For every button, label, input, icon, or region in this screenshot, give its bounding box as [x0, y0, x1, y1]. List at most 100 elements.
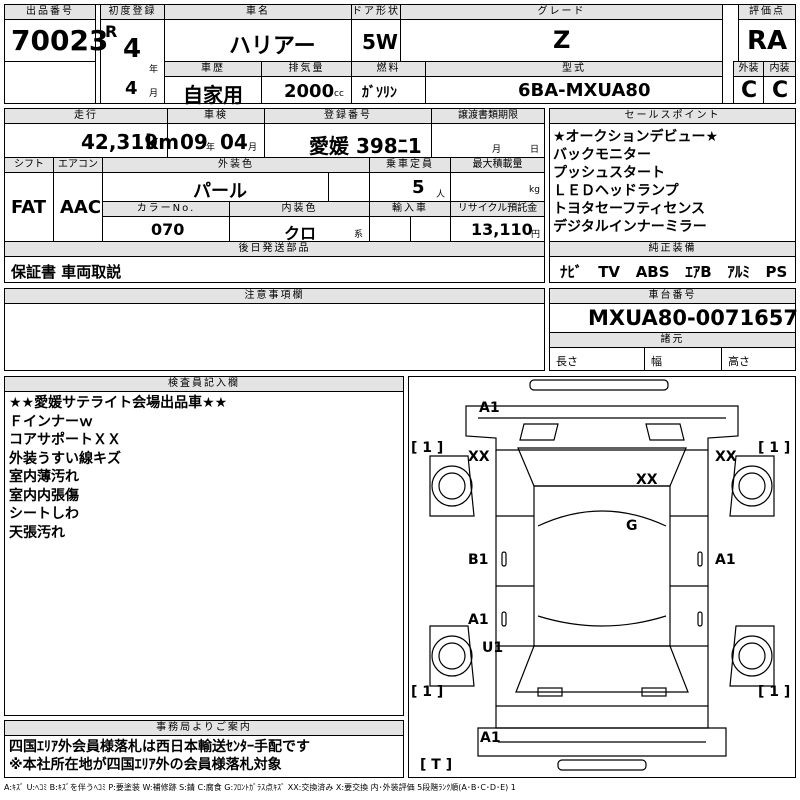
ac-cell: AAC	[53, 172, 103, 242]
payload-cell: kg	[450, 172, 545, 202]
sales-points-list: ★オークションデビュー★ バックモニター プッシュスタート ＬＥＤヘッドランプ …	[553, 128, 718, 236]
mark-right-front-door: A1	[715, 552, 736, 568]
later-parts-cell: 保証書 車両取説	[4, 256, 545, 283]
mileage-cell: 42,319 km	[4, 123, 179, 158]
import-split	[369, 216, 411, 242]
spec-label: 諸元	[549, 332, 796, 348]
score: RA	[747, 26, 788, 56]
history: 自家用	[183, 83, 243, 107]
door-type: 5W	[362, 30, 398, 54]
score-cell: RA	[738, 19, 796, 62]
equipment-label: 純正装備	[549, 241, 796, 257]
color-no-cell: 070	[102, 216, 230, 242]
sales-point-item: デジタルインナーミラー	[553, 219, 707, 235]
equipment-list: ﾅﾋﾞ TV ABS ｴｱB ｱﾙﾐ PS PW	[560, 261, 800, 282]
shift-label: シフト	[4, 157, 54, 173]
recycle-unit: 円	[531, 230, 541, 240]
fuel-label: 燃料	[351, 61, 426, 77]
fuel: ｶﾞｿﾘﾝ	[362, 85, 397, 101]
equipment-item: ABS	[635, 263, 670, 281]
inspector-note: 室内薄汚れ	[9, 469, 79, 485]
transfer-month-unit: 月	[492, 145, 502, 155]
height-label: 高さ	[728, 355, 750, 368]
month: 4	[125, 78, 138, 99]
color: パール	[193, 181, 247, 202]
legend: A:ｷｽﾞ U:ﾍｺﾐ B:ｷｽﾞを伴うﾍｺﾐ P:要塗装 W:補修跡 S:錆 …	[4, 783, 516, 792]
interior-label: 内装	[763, 61, 796, 77]
car-name-cell: ハリアー	[164, 19, 352, 62]
sales-point-item: バックモニター	[553, 147, 651, 163]
plate: 愛媛 398ﾆ1	[309, 134, 422, 158]
inspector-note: Ｆインナーｗ	[9, 413, 93, 430]
mileage: 42,319	[81, 130, 159, 154]
inspector-notes: ★★愛媛サテライト会場出品車★★ Ｆインナーｗ コアサポートＸＸ 外装うすい線キ…	[9, 394, 227, 542]
mark-left-front-door: B1	[468, 552, 489, 568]
office-notes: 四国ｴﾘｱ外会員様落札は西日本輸送ｾﾝﾀｰ手配です ※本社所在地が四国ｴﾘｱ外の…	[9, 738, 310, 774]
height-cell: 高さ	[721, 347, 796, 371]
history-cell: 自家用	[164, 76, 262, 107]
bracket-right-rear: [ 1 ]	[758, 684, 791, 700]
later-parts-label: 後日発送部品	[4, 241, 545, 257]
month-unit: 月	[149, 89, 159, 99]
bracket-right-front: [ 1 ]	[758, 440, 791, 456]
office-note: ※本社所在地が四国ｴﾘｱ外の会員様落札対象	[9, 757, 282, 773]
width-cell: 幅	[644, 347, 722, 371]
inspector-label: 検査員記入欄	[4, 376, 404, 392]
era-year: 4	[123, 34, 142, 64]
bracket-left-front: [ 1 ]	[411, 440, 444, 456]
inspection-label: 車検	[167, 108, 265, 124]
equipment-item: ｴｱB	[685, 263, 712, 281]
length-cell: 長さ	[549, 347, 645, 371]
displacement: 2000	[284, 81, 335, 102]
ac: AAC	[60, 197, 102, 218]
mark-rear: A1	[480, 730, 501, 746]
mark-windshield: G	[626, 518, 638, 534]
inspector-note: 室内内張傷	[9, 487, 79, 504]
payload-unit: kg	[529, 185, 540, 195]
model: 6BA-MXUA80	[518, 80, 651, 101]
plate-label: 登録番号	[264, 108, 432, 124]
office-note: 四国ｴﾘｱ外会員様落札は西日本輸送ｾﾝﾀｰ手配です	[9, 739, 310, 755]
chassis-number: MXUA80-0071657	[588, 306, 798, 330]
color-no-label: カラーNo.	[102, 201, 230, 217]
inspection-month: 04	[220, 130, 248, 154]
car-diagram-box	[408, 376, 796, 778]
interior-score: C	[772, 78, 789, 103]
displacement-unit: cc	[334, 89, 344, 99]
mark-left-rear-door: A1	[468, 612, 489, 628]
width-label: 幅	[651, 355, 662, 368]
capacity-unit: 人	[436, 190, 446, 200]
shift: FAT	[11, 197, 47, 218]
car-name: ハリアー	[229, 34, 316, 59]
history-label: 車歴	[164, 61, 262, 77]
first-reg-label: 初度登録	[100, 4, 165, 20]
recycle-cell: 13,110 円	[450, 216, 545, 242]
mark-hood: XX	[636, 472, 658, 488]
caution-label: 注意事項欄	[4, 288, 545, 304]
capacity-label: 乗車定員	[369, 157, 451, 173]
equipment-item: ﾅﾋﾞ	[560, 263, 583, 281]
score-label: 評価点	[738, 4, 796, 20]
sales-points-label: セールスポイント	[549, 108, 796, 124]
mark-right-front-wheel: XX	[715, 449, 737, 465]
grade-cell: Z	[400, 19, 723, 62]
door-cell: 5W	[351, 19, 401, 62]
mileage-label: 走行	[4, 108, 168, 124]
capacity-cell: 5 人	[369, 172, 451, 202]
inspection-year-unit: 年	[206, 143, 216, 153]
plate-cell: 愛媛 398ﾆ1	[264, 123, 432, 158]
sales-point-item: ★オークションデビュー★	[553, 129, 719, 145]
equipment-item: ｱﾙﾐ	[727, 263, 750, 281]
inspector-note: 天張汚れ	[9, 524, 65, 541]
car-diagram	[429, 379, 775, 771]
bracket-tail: [ T ]	[420, 757, 453, 773]
sales-point-item: トヨタセーフティセンス	[553, 201, 706, 217]
transfer-label: 譲渡書類期限	[431, 108, 545, 124]
equipment-item: PS	[765, 263, 788, 281]
inspector-note: シートしわ	[9, 506, 79, 522]
inspector-note: ★★愛媛サテライト会場出品車★★	[9, 395, 228, 411]
inspection-cell: 09 年 04 月	[167, 123, 265, 158]
inspector-note: 外装うすい線キズ	[9, 450, 121, 467]
lot-number-cell: 70023	[4, 19, 108, 62]
mark-roof-front: A1	[479, 400, 500, 416]
